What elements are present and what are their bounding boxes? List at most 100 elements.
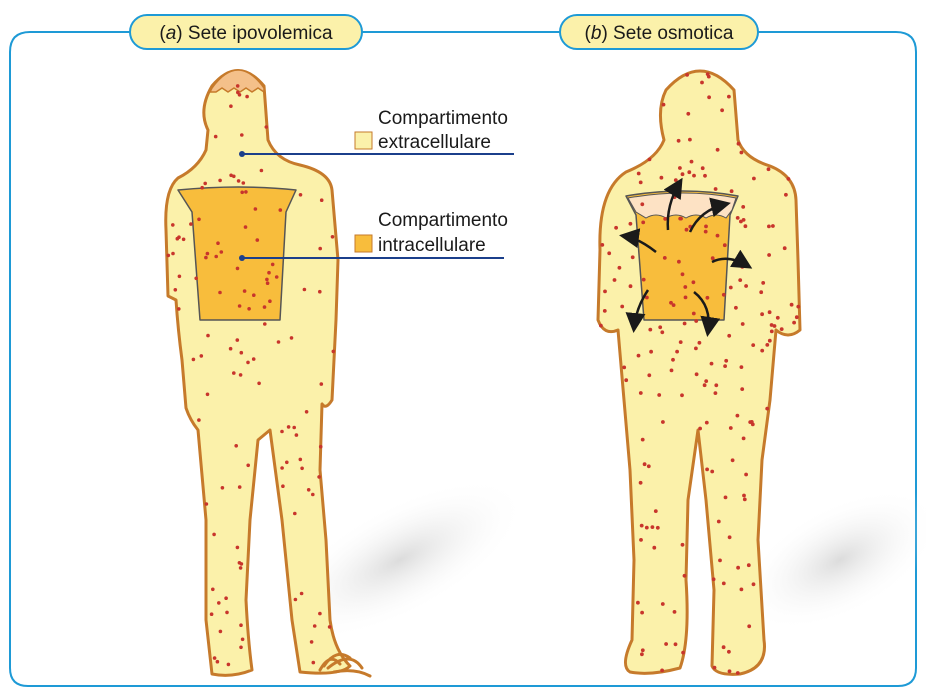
solute-dot: [252, 293, 256, 298]
solute-dot: [714, 383, 719, 388]
solute-dot: [728, 426, 733, 430]
solute-dot: [317, 475, 321, 479]
solute-dot: [270, 262, 275, 267]
solute-dot: [246, 360, 250, 365]
solute-dot: [638, 480, 643, 485]
solute-dot: [769, 329, 774, 334]
solute-dot: [727, 333, 732, 338]
solute-dot: [739, 219, 743, 224]
solute-dot: [686, 111, 691, 116]
solute-dot: [772, 324, 777, 328]
solute-dot: [660, 668, 664, 673]
solute-dot: [644, 525, 649, 530]
svg-text:(b) Sete osmotica: (b) Sete osmotica: [585, 23, 734, 44]
solute-dot: [638, 391, 643, 395]
legend-extracellular-line2: extracellulare: [378, 132, 491, 153]
solute-dot: [239, 623, 243, 627]
solute-dot: [727, 535, 732, 540]
hair-a: [208, 69, 265, 94]
solute-dot: [194, 276, 198, 281]
solute-dot: [706, 74, 711, 79]
solute-dot: [298, 457, 303, 462]
solute-dot: [703, 229, 708, 234]
solute-dot: [234, 444, 238, 448]
solute-dot: [749, 420, 754, 424]
solute-dot: [743, 224, 748, 229]
solute-dot: [246, 463, 250, 468]
solute-dot: [721, 581, 726, 586]
solute-dot: [734, 305, 738, 310]
solute-dot: [624, 378, 629, 383]
solute-dot: [251, 357, 256, 361]
solute-dot: [240, 637, 245, 642]
solute-dot: [710, 469, 715, 474]
solute-dot: [779, 327, 784, 331]
solute-dot: [243, 225, 248, 229]
solute-dot: [647, 373, 652, 378]
solute-dot: [628, 284, 633, 289]
solute-dot: [736, 565, 740, 570]
solute-dot: [698, 426, 702, 431]
solute-dot: [782, 246, 787, 251]
solute-dot: [713, 391, 718, 395]
solute-dot: [293, 511, 297, 516]
solute-dot: [209, 612, 214, 616]
panel-b-letter: b: [591, 23, 602, 44]
solute-dot: [727, 669, 732, 674]
solute-dot: [265, 277, 269, 282]
solute-dot: [640, 648, 645, 653]
solute-dot: [241, 181, 246, 185]
solute-dot: [775, 315, 780, 320]
solute-dot: [226, 662, 231, 667]
solute-dot: [242, 289, 247, 293]
solute-dot: [262, 305, 267, 309]
solute-dot: [721, 292, 726, 297]
solute-dot: [244, 190, 248, 194]
solute-dot: [712, 665, 717, 670]
solute-dot: [216, 241, 220, 245]
solute-dot: [751, 582, 756, 587]
arrow-down-left: [625, 289, 650, 333]
solute-dot: [603, 289, 607, 294]
solute-dot: [735, 216, 740, 220]
solute-dot: [240, 133, 244, 137]
solute-dot: [299, 591, 304, 596]
solute-dot: [700, 166, 705, 171]
solute-dot: [724, 358, 729, 363]
solute-dot: [318, 611, 322, 616]
solute-dot: [225, 610, 229, 615]
solute-dot: [707, 95, 711, 100]
solute-dot: [678, 216, 683, 221]
solute-dot: [729, 189, 734, 194]
solute-dot: [639, 523, 644, 528]
solute-dot: [769, 323, 774, 327]
solute-dot: [711, 577, 716, 582]
legend-extracellular-line1: Compartimento: [378, 108, 508, 129]
solute-dot: [255, 238, 260, 242]
solute-dot: [671, 357, 675, 362]
solute-dot: [703, 173, 707, 178]
solute-dot: [622, 365, 627, 370]
solute-dot: [652, 545, 657, 550]
solute-dot: [620, 304, 625, 309]
figure-a: [164, 69, 372, 678]
solute-dot: [720, 108, 724, 113]
solute-dot: [236, 179, 241, 183]
leader-lines: [239, 151, 514, 261]
solute-dot: [673, 642, 678, 647]
swatch-intracellular: [354, 234, 373, 253]
solute-dot: [175, 236, 180, 241]
body-a: [164, 69, 352, 677]
solute-dot: [742, 493, 746, 498]
solute-dot: [649, 349, 653, 354]
solute-dot: [612, 278, 617, 282]
solute-dot: [327, 625, 332, 629]
panel-b-title: Sete osmotica: [613, 23, 734, 44]
solute-dot: [682, 321, 687, 326]
solute-dot: [614, 225, 618, 230]
solute-dot: [640, 437, 645, 442]
arrow-up-right: [688, 197, 731, 233]
solute-dot: [217, 601, 221, 605]
solute-dot: [759, 290, 764, 295]
solute-dot: [293, 597, 298, 602]
